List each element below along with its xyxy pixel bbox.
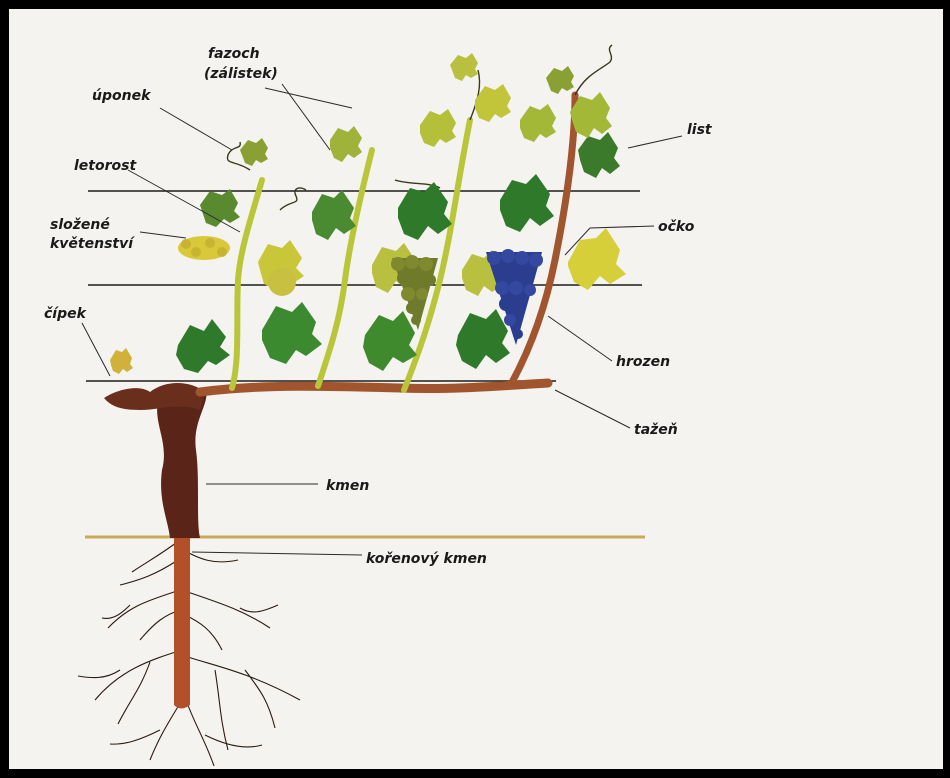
- label-cipek: čípek: [44, 306, 88, 322]
- label-hrozen: hrozen: [616, 354, 670, 370]
- label-korenovy-kmen: kořenový kmen: [366, 551, 487, 567]
- label-ocko: očko: [658, 219, 695, 235]
- label-fazoch: fazoch: [208, 46, 260, 62]
- label-tazen: tažeň: [634, 422, 678, 438]
- label-kmen: kmen: [326, 478, 369, 494]
- label-uponek: úponek: [92, 88, 152, 104]
- label-list: list: [687, 122, 713, 138]
- label-zalistek: (zálistek): [204, 66, 278, 82]
- cane: [200, 383, 548, 392]
- rootstock-stem: [174, 535, 190, 709]
- label-letorost: letorost: [74, 158, 137, 174]
- label-kvetenstvi: květenství: [50, 236, 135, 252]
- label-slozene: složené: [50, 217, 110, 233]
